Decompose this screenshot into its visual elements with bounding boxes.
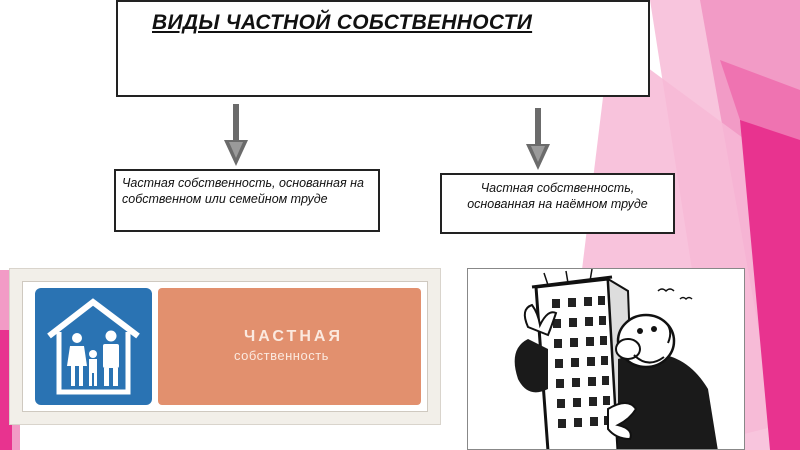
branch-box-hired-labor: Частная собственность, основанная на наё… [440, 173, 675, 234]
arrow-down-icon [224, 104, 248, 166]
branch-text: Частная собственность, основанная на наё… [467, 181, 648, 211]
branch-text: Частная собственность, основанная на соб… [122, 176, 364, 206]
sign-text-panel: ЧАСТНАЯ собственность [158, 288, 421, 405]
diagram-title: ВИДЫ ЧАСТНОЙ СОБСТВЕННОСТИ [152, 11, 533, 34]
cartoon-illustration [467, 268, 745, 450]
sign-frame: ЧАСТНАЯ собственность [22, 281, 428, 412]
arrow-down-icon [526, 108, 550, 170]
businessman-hugging-building-icon [514, 269, 718, 449]
title-box: ВИДЫ ЧАСТНОЙ СОБСТВЕННОСТИ [116, 0, 650, 97]
family-house-icon [47, 298, 140, 395]
private-property-sign: ЧАСТНАЯ собственность [9, 268, 441, 425]
sign-word-property: собственность [234, 348, 329, 363]
sign-icon-panel [35, 288, 152, 405]
sign-word-private: ЧАСТНАЯ [244, 328, 343, 345]
branch-box-own-labor: Частная собственность, основанная на соб… [114, 169, 380, 232]
